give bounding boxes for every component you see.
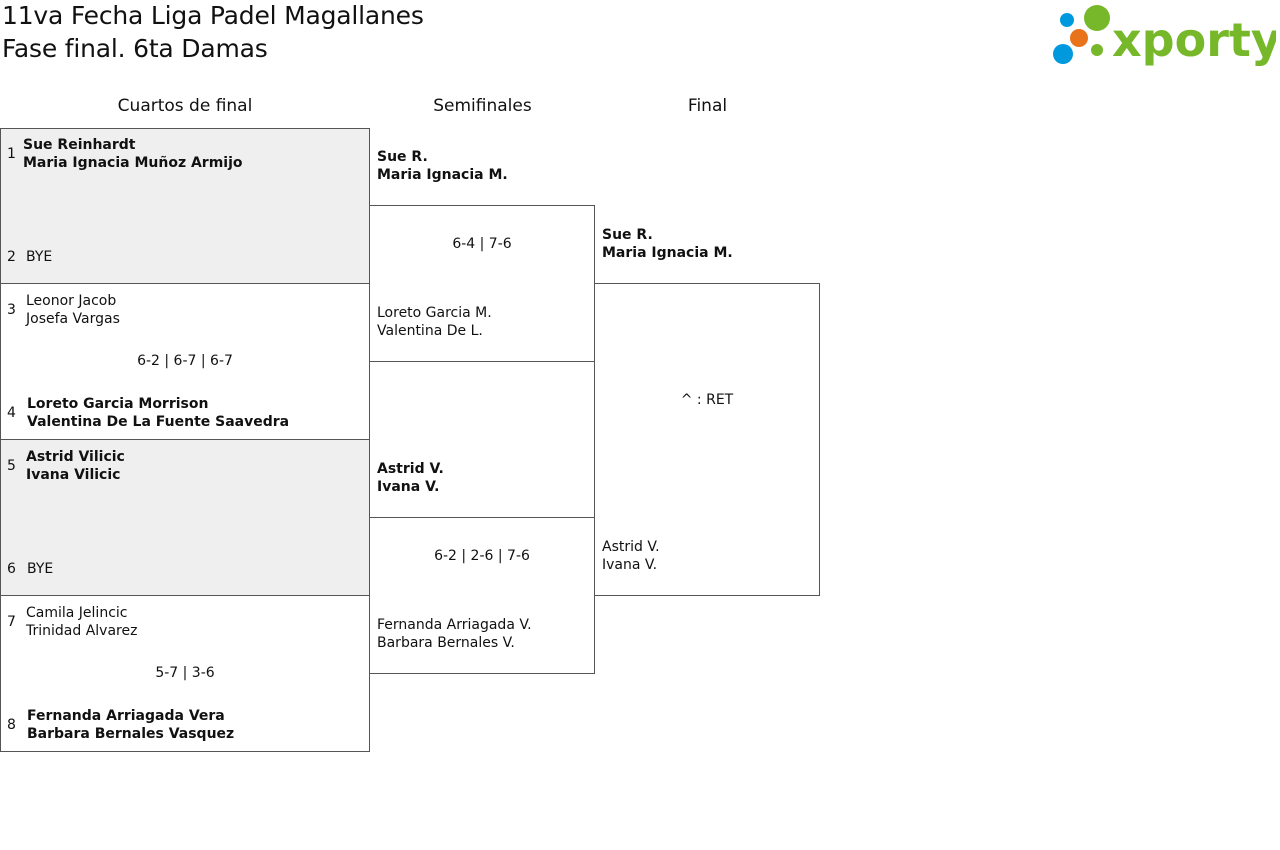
seed-number: 3 bbox=[7, 302, 16, 318]
seed-number: 7 bbox=[7, 614, 16, 630]
match-score: 6-2 | 6-7 | 6-7 bbox=[137, 353, 233, 369]
xporty-logo-icon: xporty bbox=[1053, 5, 1280, 67]
player-name: Astrid V. bbox=[377, 461, 444, 477]
player-name: Ivana Vilicic bbox=[26, 467, 121, 483]
player-name: Ivana V. bbox=[377, 479, 440, 495]
player-name: Valentina De L. bbox=[377, 323, 483, 339]
match-score: 6-4 | 7-6 bbox=[452, 236, 512, 252]
match-score: 6-2 | 2-6 | 7-6 bbox=[434, 548, 530, 564]
seed-number: 8 bbox=[7, 717, 16, 733]
player-name: Josefa Vargas bbox=[26, 311, 120, 327]
player-name: Maria Ignacia Muñoz Armijo bbox=[23, 155, 243, 171]
seed-number: 4 bbox=[7, 405, 16, 421]
player-name: Loreto Garcia Morrison bbox=[27, 396, 209, 412]
player-name: Astrid Vilicic bbox=[26, 449, 125, 465]
bye-label: BYE bbox=[27, 561, 54, 577]
bye-label: BYE bbox=[26, 249, 53, 265]
player-name: Camila Jelincic bbox=[26, 605, 128, 621]
page-subtitle: Fase final. 6ta Damas bbox=[2, 34, 268, 63]
final-match[interactable] bbox=[594, 283, 820, 596]
column-header-quarterfinals: Cuartos de final bbox=[117, 96, 253, 116]
player-name: Barbara Bernales Vasquez bbox=[27, 726, 235, 742]
player-name: Ivana V. bbox=[602, 557, 658, 573]
seed-number: 2 bbox=[7, 249, 16, 265]
xporty-logo: xporty bbox=[1050, 4, 1280, 67]
logo-text: xporty bbox=[1112, 13, 1276, 66]
player-name: Fernanda Arriagada Vera bbox=[27, 708, 225, 724]
quarterfinal-match-3[interactable] bbox=[0, 439, 370, 596]
player-name: Leonor Jacob bbox=[26, 293, 117, 309]
player-name: Sue Reinhardt bbox=[23, 137, 136, 153]
quarterfinal-match-1[interactable] bbox=[0, 128, 370, 284]
seed-number: 1 bbox=[7, 146, 16, 162]
player-name: Maria Ignacia M. bbox=[602, 245, 733, 261]
player-name: Trinidad Alvarez bbox=[26, 623, 138, 639]
seed-number: 5 bbox=[7, 458, 16, 474]
player-name: Loreto Garcia M. bbox=[377, 305, 492, 321]
match-score: 5-7 | 3-6 bbox=[155, 665, 215, 681]
player-name: Maria Ignacia M. bbox=[377, 167, 508, 183]
match-score: ^ : RET bbox=[680, 392, 734, 408]
player-name: Astrid V. bbox=[602, 539, 660, 555]
player-name: Barbara Bernales V. bbox=[377, 635, 515, 651]
player-name: Sue R. bbox=[377, 149, 428, 165]
player-name: Valentina De La Fuente Saavedra bbox=[27, 414, 290, 430]
seed-number: 6 bbox=[7, 561, 16, 577]
player-name: Fernanda Arriagada V. bbox=[377, 617, 532, 633]
column-header-final: Final bbox=[687, 96, 728, 116]
player-name: Sue R. bbox=[602, 227, 653, 243]
page-title: 11va Fecha Liga Padel Magallanes bbox=[2, 1, 424, 30]
column-header-semifinals: Semifinales bbox=[433, 96, 532, 116]
